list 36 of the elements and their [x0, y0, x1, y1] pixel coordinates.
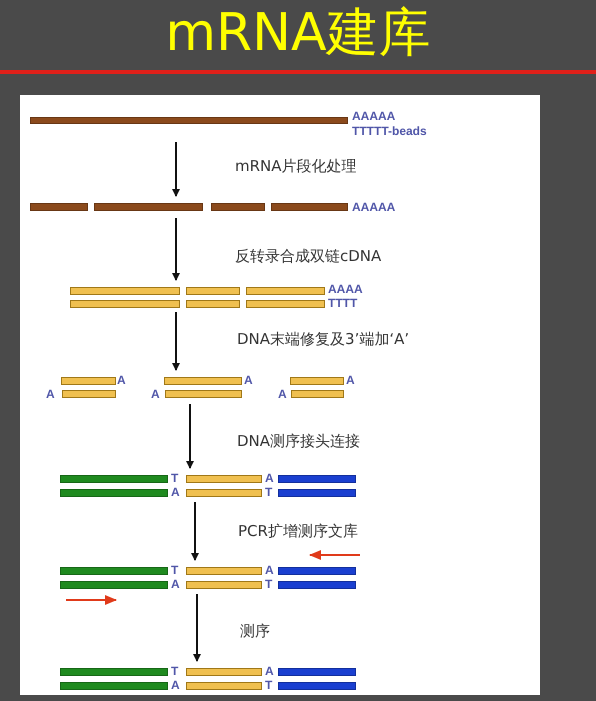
base-label: T — [265, 486, 272, 499]
arrow — [186, 404, 194, 469]
base-label: A — [346, 374, 355, 387]
base-label: T — [171, 564, 178, 577]
arrow — [172, 312, 180, 371]
base-label: A — [151, 388, 160, 401]
base-label: T — [171, 665, 178, 678]
base-label: A — [265, 665, 274, 678]
base-label: A — [171, 578, 180, 591]
edge-label: 测序 — [240, 622, 270, 640]
base-label: AAAAA — [352, 110, 396, 123]
arrow — [172, 218, 180, 281]
edge-label: DNA末端修复及3’端加‘A’ — [237, 330, 410, 348]
base-label: A — [46, 388, 55, 401]
base-label: A — [171, 486, 180, 499]
base-label: A — [117, 374, 126, 387]
base-label: A — [171, 679, 180, 692]
base-label: T — [265, 679, 272, 692]
base-label: A — [265, 472, 274, 485]
base-label: A — [265, 564, 274, 577]
edge-label: DNA测序接头连接 — [237, 432, 360, 450]
base-label: TTTT — [328, 297, 358, 310]
edge-label: PCR扩增测序文库 — [238, 522, 358, 540]
base-label: TTTTT-beads — [352, 125, 427, 138]
base-label: A — [278, 388, 287, 401]
base-label: A — [244, 374, 253, 387]
edge-label: mRNA片段化处理 — [235, 157, 357, 175]
base-label: T — [171, 472, 178, 485]
base-label: AAAAA — [352, 201, 396, 214]
arrow — [172, 142, 180, 197]
base-label: T — [265, 578, 272, 591]
arrow — [193, 594, 201, 662]
base-label: AAAA — [328, 283, 363, 296]
title: mRNA建库 — [164, 2, 432, 64]
edge-label: 反转录合成双链cDNA — [235, 247, 382, 265]
arrow — [191, 502, 199, 561]
